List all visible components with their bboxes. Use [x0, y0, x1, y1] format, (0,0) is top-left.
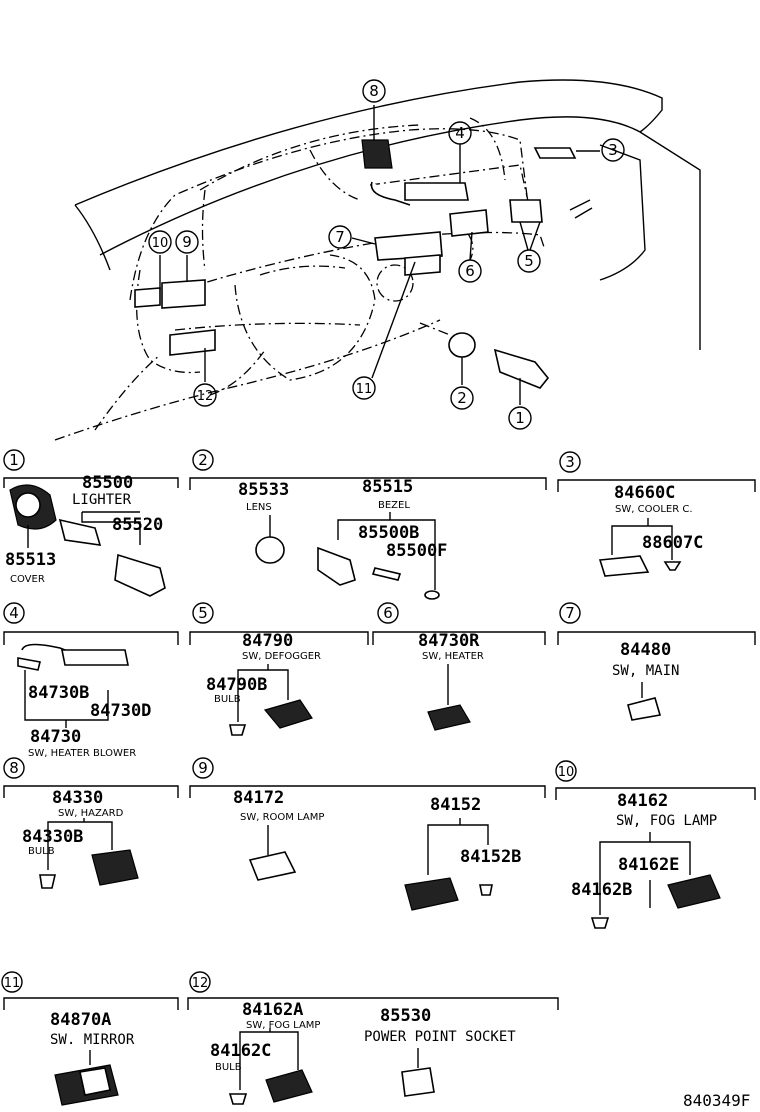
panel-1-callout: 1 [9, 451, 19, 469]
dashboard-overview [54, 79, 701, 441]
part-84730B: 84730B [28, 683, 89, 703]
label-bulb-8: BULB [28, 846, 55, 857]
label-bezel: BEZEL [378, 500, 410, 511]
overview-callouts: 8 4 3 7 6 5 10 9 12 11 2 1 [148, 79, 625, 430]
panel-7-callout: 7 [565, 604, 575, 622]
part-84660C: 84660C [614, 483, 675, 503]
panel-3-callout: 3 [565, 453, 575, 471]
part-84730D: 84730D [90, 701, 151, 721]
label-room-lamp: SW, ROOM LAMP [240, 812, 324, 823]
part-85513: 85513 [5, 550, 56, 570]
label-fog-lamp: SW, FOG LAMP [616, 813, 717, 829]
part-84870A: 84870A [50, 1010, 111, 1030]
panel-4-callout: 4 [9, 604, 19, 622]
panel-3-cooler: 3 84660C SW, COOLER C. 88607C [557, 451, 756, 577]
panel-9-room-lamp: 9 84172 SW, ROOM LAMP 84152 84152B [189, 757, 546, 911]
panel-8-callout: 8 [9, 759, 19, 777]
panel-8-hazard: 8 84330 SW, HAZARD 84330B BULB [3, 757, 179, 889]
part-84162B: 84162B [571, 880, 632, 900]
panel-12-power-socket: 12 84162A SW, FOG LAMP 84162C BULB 85530… [187, 971, 559, 1105]
part-84162C: 84162C [210, 1041, 271, 1061]
callout-1: 1 [515, 409, 525, 427]
label-mirror: SW. MIRROR [50, 1032, 135, 1048]
callout-3: 3 [608, 141, 618, 159]
part-84162A: 84162A [242, 1000, 303, 1020]
panel-5-callout: 5 [198, 604, 208, 622]
callout-4: 4 [455, 124, 465, 142]
label-cover: COVER [10, 574, 45, 585]
label-heater: SW, HEATER [422, 651, 484, 662]
callout-6: 6 [465, 262, 475, 280]
part-85533: 85533 [238, 480, 289, 500]
panel-10-fog-lamp: 10 84162 SW, FOG LAMP 84162E 84162B [555, 760, 756, 929]
panel-4-heater-blower: 4 84730B 84730D 84730 SW, HEATER BLOWER [3, 602, 179, 759]
part-84790B: 84790B [206, 675, 267, 695]
panel-6-heater: 6 84730R SW, HEATER [372, 602, 546, 731]
panel-2-bezel: 2 85533 LENS 85515 BEZEL 85500B 85500F [189, 449, 547, 600]
panel-7-main: 7 84480 SW, MAIN [557, 602, 756, 721]
figure-code: 840349F [683, 1091, 750, 1110]
label-cooler: SW, COOLER C. [615, 504, 693, 515]
part-85500F: 85500F [386, 541, 447, 561]
part-85500B: 85500B [358, 523, 419, 543]
part-84330B: 84330B [22, 827, 83, 847]
callout-12: 12 [197, 389, 214, 404]
part-85520: 85520 [112, 515, 163, 535]
panel-11-mirror: 11 84870A SW. MIRROR [1, 971, 179, 1106]
part-84330: 84330 [52, 788, 103, 808]
panel-6-callout: 6 [383, 604, 393, 622]
panel-9-callout: 9 [198, 759, 208, 777]
label-hazard: SW, HAZARD [58, 808, 124, 819]
part-85530: 85530 [380, 1006, 431, 1026]
part-84152: 84152 [430, 795, 481, 815]
part-84790: 84790 [242, 631, 293, 651]
part-84730: 84730 [30, 727, 81, 747]
part-84152B: 84152B [460, 847, 521, 867]
label-defogger: SW, DEFOGGER [242, 651, 321, 662]
part-84172: 84172 [233, 788, 284, 808]
callout-9: 9 [182, 233, 192, 251]
panel-2-callout: 2 [198, 451, 208, 469]
callout-10: 10 [152, 236, 169, 251]
label-bulb-5: BULB [214, 694, 241, 705]
panel-11-callout: 11 [4, 976, 21, 991]
panel-10-callout: 10 [558, 765, 575, 780]
panel-1-lighter: 1 85500 LIGHTER 85520 85513 COVER [3, 449, 179, 597]
panel-12-callout: 12 [192, 976, 209, 991]
callout-11: 11 [356, 382, 373, 397]
part-84480: 84480 [620, 640, 671, 660]
label-lens: LENS [246, 502, 272, 513]
label-fog-lamp-12: SW, FOG LAMP [246, 1020, 320, 1031]
callout-7: 7 [335, 228, 345, 246]
part-85500: 85500 [82, 473, 133, 493]
label-heater-blower: SW, HEATER BLOWER [28, 748, 136, 759]
part-84162E: 84162E [618, 855, 679, 875]
panel-5-defogger: 5 84790 SW, DEFOGGER 84790B BULB [189, 602, 369, 736]
callout-8: 8 [369, 82, 379, 100]
part-88607C: 88607C [642, 533, 703, 553]
label-lighter: LIGHTER [72, 492, 132, 508]
label-bulb-12: BULB [215, 1062, 242, 1073]
part-85515: 85515 [362, 477, 413, 497]
callout-2: 2 [457, 389, 467, 407]
part-84162: 84162 [617, 791, 668, 811]
label-power-point-socket: POWER POINT SOCKET [364, 1029, 516, 1045]
part-84730R: 84730R [418, 631, 480, 651]
label-main: SW, MAIN [612, 663, 679, 679]
callout-5: 5 [524, 252, 534, 270]
